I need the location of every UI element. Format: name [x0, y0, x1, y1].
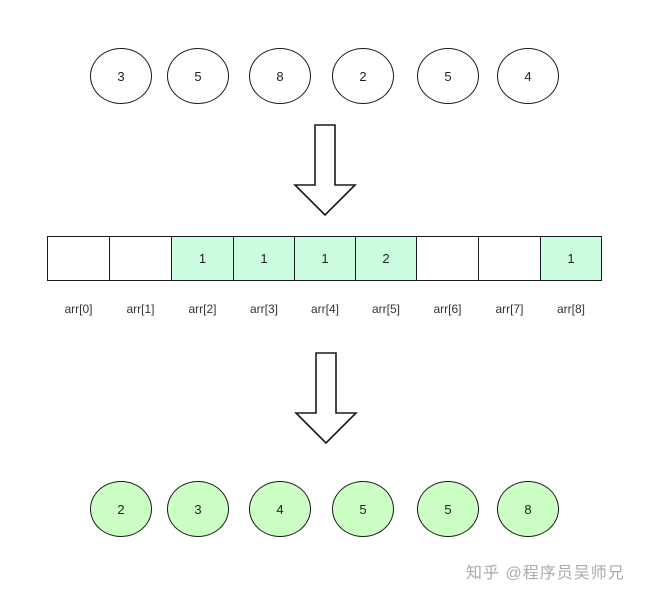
down-arrow-icon — [293, 124, 357, 216]
array-cell — [478, 236, 541, 281]
output-node: 8 — [497, 481, 559, 537]
input-node: 5 — [417, 48, 479, 104]
index-label: arr[5] — [371, 302, 400, 316]
array-cell: 1 — [540, 236, 602, 281]
index-label: arr[3] — [249, 302, 278, 316]
down-arrow-icon — [294, 352, 358, 444]
array-cell: 1 — [171, 236, 234, 281]
index-label: arr[6] — [433, 302, 462, 316]
index-label: arr[2] — [188, 302, 217, 316]
input-node: 4 — [497, 48, 559, 104]
index-label: arr[8] — [556, 302, 585, 316]
array-cell: 1 — [233, 236, 295, 281]
index-label: arr[0] — [64, 302, 93, 316]
output-node: 2 — [90, 481, 152, 537]
index-label: arr[1] — [126, 302, 155, 316]
output-node: 5 — [417, 481, 479, 537]
array-cell: 1 — [294, 236, 356, 281]
input-node: 2 — [332, 48, 394, 104]
input-node: 3 — [90, 48, 152, 104]
array-cell: 2 — [355, 236, 417, 281]
input-node: 8 — [249, 48, 311, 104]
output-node: 4 — [249, 481, 311, 537]
input-node: 5 — [167, 48, 229, 104]
output-node: 3 — [167, 481, 229, 537]
index-label: arr[7] — [495, 302, 524, 316]
array-cell — [109, 236, 172, 281]
index-label: arr[4] — [310, 302, 339, 316]
array-cell — [47, 236, 110, 281]
output-node: 5 — [332, 481, 394, 537]
array-cell — [416, 236, 479, 281]
watermark: 知乎 @程序员吴师兄 — [466, 565, 625, 582]
